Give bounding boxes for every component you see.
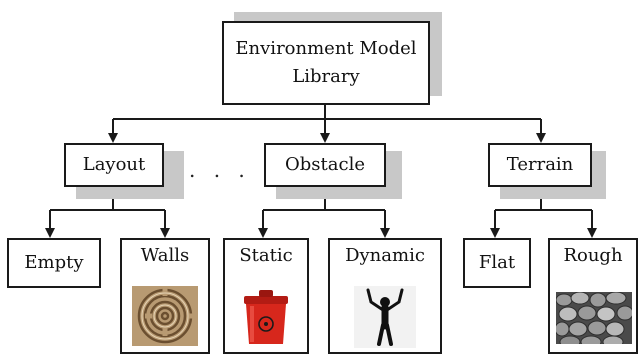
empty-label: Empty: [24, 252, 84, 274]
root-node: Environment Model Library: [222, 21, 430, 105]
person-silhouette-image: [354, 286, 416, 348]
empty-node: Empty: [7, 238, 101, 288]
walls-node: Walls: [120, 238, 210, 354]
rocks-image: [556, 292, 632, 344]
root-title-line1: Environment Model: [235, 38, 417, 60]
rough-label: Rough: [563, 245, 623, 266]
terrain-label: Terrain: [506, 154, 574, 176]
terrain-node: Terrain: [488, 143, 592, 187]
more-categories-ellipsis: . . .: [189, 158, 251, 182]
layout-label: Layout: [82, 154, 146, 176]
static-label: Static: [239, 245, 293, 266]
flat-node: Flat: [463, 238, 531, 288]
rough-node: Rough: [548, 238, 638, 354]
walls-label: Walls: [140, 245, 190, 266]
obstacle-label: Obstacle: [285, 154, 365, 176]
obstacle-node: Obstacle: [264, 143, 386, 187]
dynamic-label: Dynamic: [345, 245, 425, 266]
root-title-line2: Library: [292, 66, 360, 87]
static-node: Static: [223, 238, 309, 354]
layout-node: Layout: [64, 143, 164, 187]
red-bin-image: [235, 286, 297, 348]
flat-label: Flat: [478, 252, 516, 274]
dynamic-node: Dynamic: [328, 238, 442, 354]
maze-image: [132, 286, 198, 346]
